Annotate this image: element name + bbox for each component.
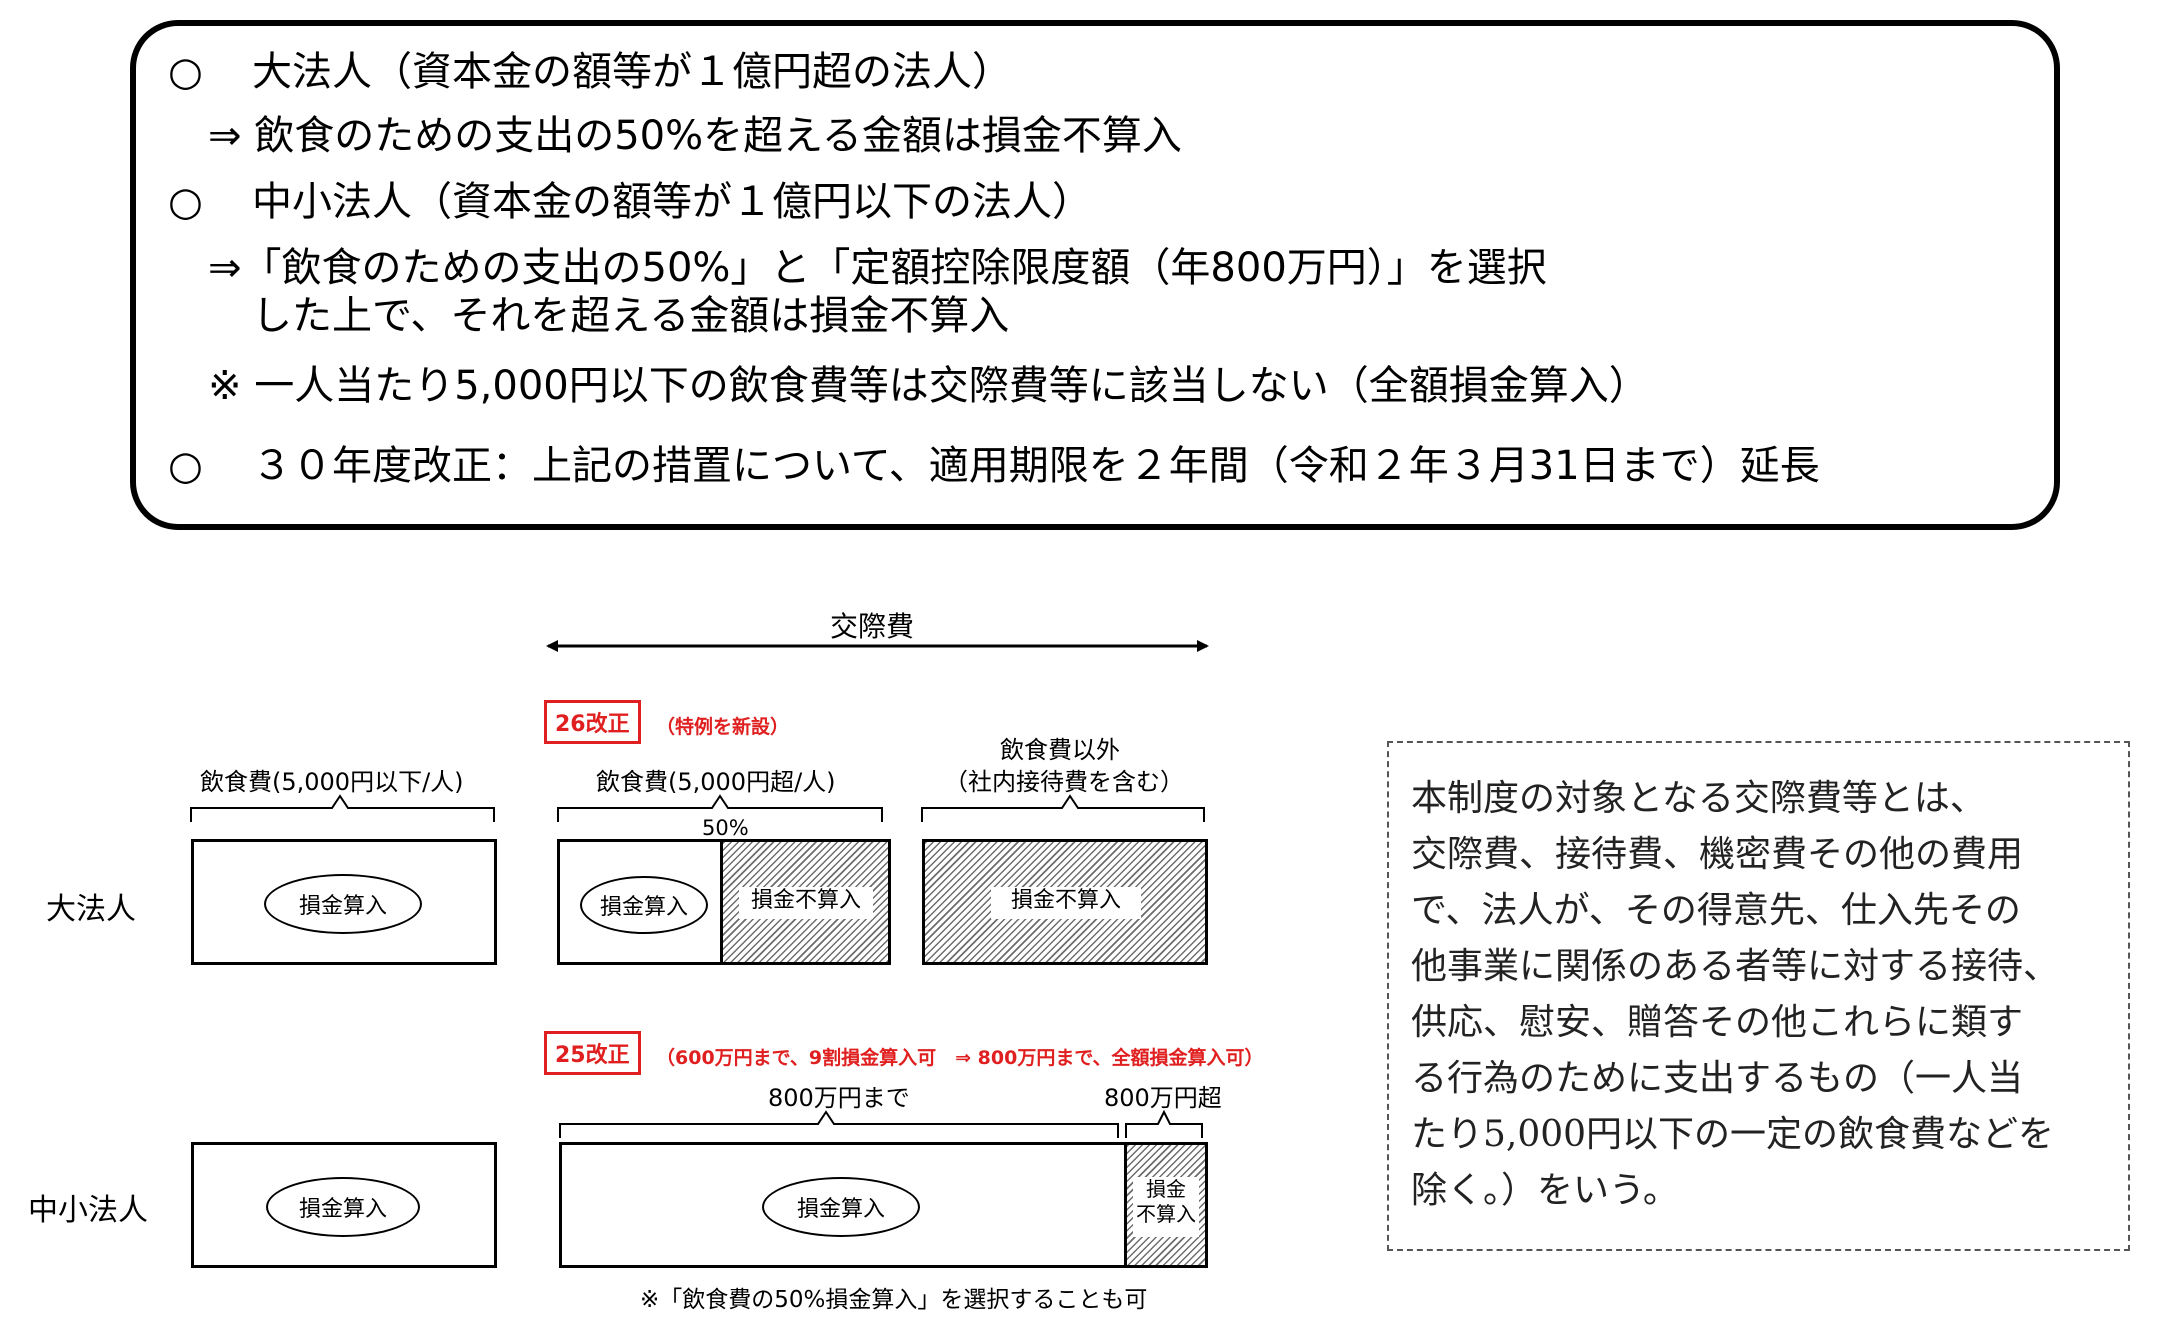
sme-rule-line1: ⇒「飲食のための支出の50%」と「定額控除限度額（年800万円）」を選択 (208, 245, 1547, 291)
large-food-over-deductible-box: 損金算入 (557, 839, 723, 965)
non-deductible-small-label: 損金 不算入 (1133, 1177, 1199, 1237)
sme-upto-800-box: 損金算入 (559, 1142, 1127, 1268)
caption-over-800: 800万円超 (1104, 1084, 1222, 1112)
bullet-circle-icon: ○ (168, 49, 203, 95)
bullet-circle-icon: ○ (168, 443, 203, 489)
revision-25-note: （600万円まで、9割損金算入可 ⇒ 800万円まで、全額損金算入可） (656, 1047, 1264, 1069)
brace-upto-800 (559, 1110, 1119, 1138)
bullet-circle-icon: ○ (168, 179, 203, 225)
sme-heading: ○中小法人（資本金の額等が１億円以下の法人） (168, 179, 1092, 225)
definition-line: 供応、慰安、贈答その他これらに類す (1411, 1002, 2024, 1043)
row-label-sme: 中小法人 (28, 1193, 148, 1228)
caption-food-over: 飲食費(5,000円超/人) (596, 768, 836, 796)
brace-other (921, 794, 1205, 822)
deductible-oval: 損金算入 (762, 1177, 920, 1237)
revision-26-note: （特例を新設） (656, 716, 790, 738)
caption-upto-800: 800万円まで (768, 1084, 910, 1112)
large-food-under-box: 損金算入 (191, 839, 497, 965)
row-label-large-corp: 大法人 (46, 892, 136, 927)
deductible-oval: 損金算入 (266, 1177, 420, 1237)
non-deductible-label: 損金不算入 (739, 887, 873, 919)
definition-line: る行為のために支出するもの（一人当 (1411, 1058, 2024, 1099)
deductible-oval: 損金算入 (264, 874, 422, 934)
summary-box: ○大法人（資本金の額等が１億円超の法人） ⇒ 飲食のための支出の50%を超える金… (130, 20, 2060, 530)
non-deductible-label: 損金不算入 (991, 887, 1141, 919)
deductible-oval: 損金算入 (580, 876, 708, 934)
definition-line: で、法人が、その得意先、仕入先その (1411, 890, 2021, 931)
brace-food-under (190, 794, 495, 822)
large-other-nondeductible-box: 損金不算入 (922, 839, 1208, 965)
entertainment-label: 交際費 (830, 610, 915, 643)
caption-food-under: 飲食費(5,000円以下/人) (200, 768, 464, 796)
sme-over-800-box: 損金 不算入 (1124, 1142, 1208, 1268)
caption-other-line1: 飲食費以外 (1000, 736, 1120, 764)
small-meal-note: ※ 一人当たり5,000円以下の飲食費等は交際費等に該当しない（全額損金算入） (208, 363, 1649, 409)
revision-25-tag: 25改正 (544, 1031, 641, 1075)
revision-26-tag: 26改正 (544, 700, 641, 744)
fy30-revision: ○３０年度改正：上記の措置について、適用期限を２年間（令和２年３月31日まで）延… (168, 443, 1820, 489)
definition-line: 交際費、接待費、機密費その他の費用 (1411, 834, 2024, 875)
large-food-over-nondeductible-box: 損金不算入 (720, 839, 891, 965)
brace-over-800 (1125, 1109, 1203, 1138)
large-corp-heading: ○大法人（資本金の額等が１億円超の法人） (168, 49, 1012, 95)
brace-food-over (557, 794, 883, 822)
sme-rule-line2: した上で、それを超える金額は損金不算入 (252, 293, 1010, 339)
definition-line: 除く。）をいう。 (1411, 1170, 1679, 1211)
definition-line: 他事業に関係のある者等に対する接待、 (1411, 946, 2060, 987)
definition-line: たり5,000円以下の一定の飲食費などを (1411, 1114, 2055, 1155)
definition-line: 本制度の対象となる交際費等とは、 (1411, 778, 1986, 819)
caption-other-line2: （社内接待費を含む） (944, 768, 1184, 796)
definition-box: 本制度の対象となる交際費等とは、 交際費、接待費、機密費その他の費用 で、法人が… (1387, 741, 2130, 1251)
bottom-note: ※「飲食費の50%損金算入」を選択することも可 (640, 1287, 1148, 1313)
large-corp-rule: ⇒ 飲食のための支出の50%を超える金額は損金不算入 (208, 113, 1182, 159)
fifty-percent-label: 50% (702, 816, 749, 840)
sme-food-under-box: 損金算入 (191, 1142, 497, 1268)
